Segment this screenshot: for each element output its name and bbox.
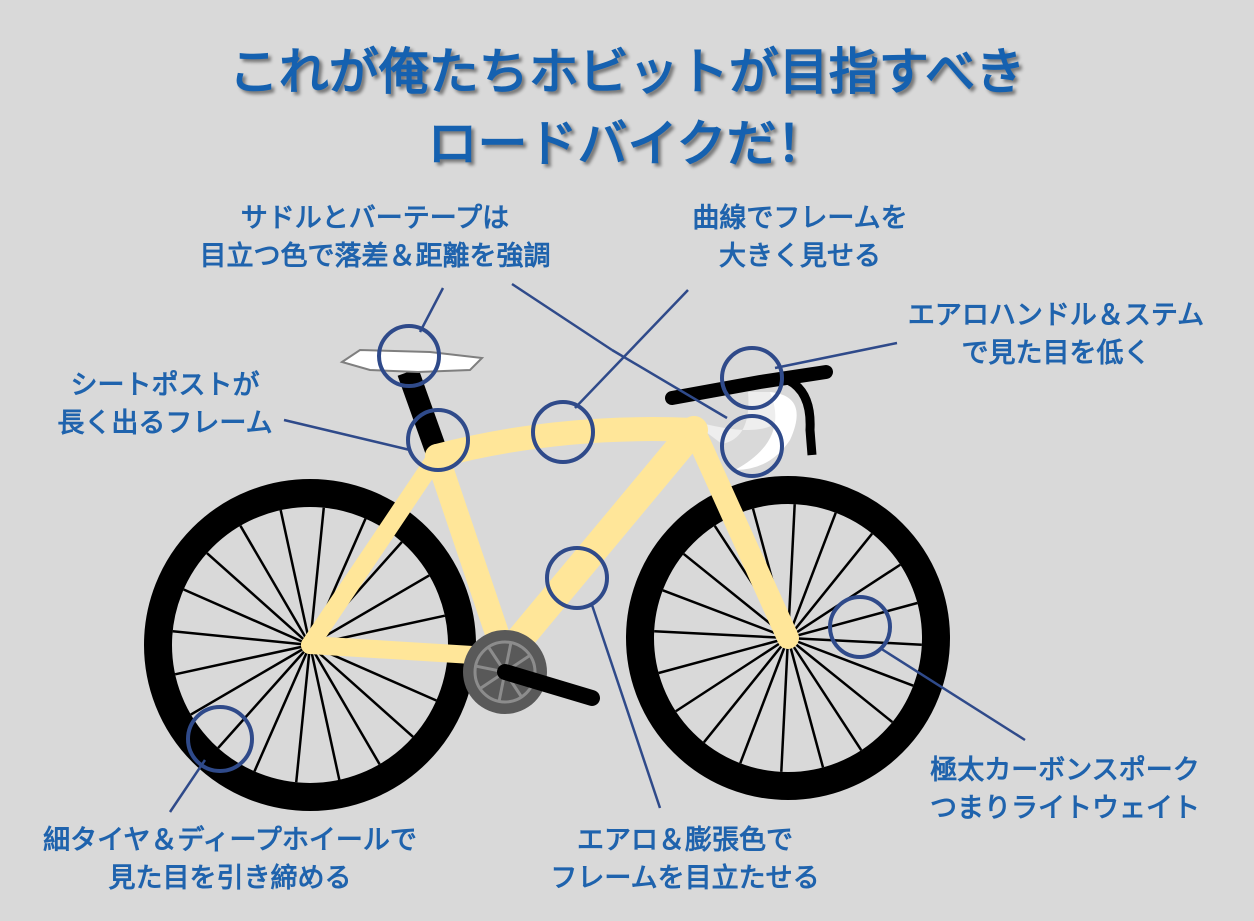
label-aero-color: エアロ＆膨張色で フレームを目立たせる <box>530 822 840 898</box>
label-curve: 曲線でフレームを 大きく見せる <box>660 200 940 276</box>
top-tube <box>425 417 706 468</box>
callout-line-saddle <box>418 287 445 333</box>
callout-circle-aero-handle <box>720 346 784 410</box>
callout-circle-saddle <box>377 324 441 388</box>
callout-line-bartape <box>511 282 613 352</box>
callout-circle-curve <box>531 400 595 464</box>
front-tire <box>626 476 950 800</box>
title-line-1: これが俺たちホビットが目指すべき <box>228 43 1026 101</box>
label-tire-line2: 見た目を引き締める <box>108 863 352 894</box>
callout-circle-tire <box>186 705 254 773</box>
rear-spoke <box>174 643 311 676</box>
label-tire-line1: 細タイヤ＆ディープホイールで <box>43 825 417 856</box>
crankset <box>463 630 600 714</box>
label-tire: 細タイヤ＆ディープホイールで 見た目を引き締める <box>10 822 450 898</box>
saddle <box>339 348 485 374</box>
front-spoke <box>702 637 789 744</box>
callout-circle-aero-color <box>545 546 609 610</box>
callout-line-seatpost <box>283 418 411 452</box>
label-saddle-line2: 目立つ色で落差＆距離を強調 <box>199 241 551 272</box>
front-spoke <box>786 512 837 639</box>
front-spoke <box>780 637 790 772</box>
rear-spoke <box>172 629 311 647</box>
label-aero-handle: エアロハンドル＆ステム で見た目を低く <box>876 297 1236 373</box>
rear-spoke <box>308 644 381 765</box>
seat-stay <box>301 447 446 654</box>
front-spoke <box>739 637 790 764</box>
fork <box>683 419 799 649</box>
front-spoke <box>787 636 914 687</box>
crank-arm <box>497 664 600 706</box>
rear-tire <box>144 479 476 811</box>
front-spoke <box>662 589 789 640</box>
front-spoke <box>787 532 874 639</box>
down-tube <box>491 416 708 671</box>
callout-circle-bartape <box>720 414 784 478</box>
rear-spoke <box>206 552 311 646</box>
callout-line-aero-handle <box>774 341 898 370</box>
front-spoke <box>787 601 918 640</box>
front-spoke <box>658 636 789 675</box>
label-curve-line1: 曲線でフレームを <box>692 203 908 234</box>
rear-spoke <box>190 643 311 716</box>
callout-line-curve <box>574 289 689 409</box>
label-curve-line2: 大きく見せる <box>719 241 881 272</box>
seat-tube <box>425 444 517 669</box>
front-spoke <box>786 637 863 751</box>
bike-frame <box>301 416 799 671</box>
callout-line-spoke <box>879 646 1026 742</box>
rear-spoke <box>294 644 312 783</box>
label-saddle-line1: サドルとバーテープは <box>240 203 510 234</box>
rear-spoke <box>279 509 312 646</box>
callout-line-bartape-2 <box>611 348 728 420</box>
callout-line-tire <box>168 759 207 813</box>
label-aero-handle-line2: で見た目を低く <box>961 338 1151 369</box>
callout-line-aero-color <box>590 604 662 809</box>
label-seatpost-line1: シートポストが <box>70 370 260 401</box>
label-seatpost-line2: 長く出るフレーム <box>57 408 273 439</box>
rear-spoke <box>253 644 312 772</box>
label-spoke: 極太カーボンスポーク つまりライトウェイト <box>900 752 1230 828</box>
rear-spoke <box>309 644 414 738</box>
label-aero-color-line1: エアロ＆膨張色で <box>577 825 793 856</box>
front-spoke <box>786 637 825 768</box>
front-spoke <box>787 637 894 724</box>
label-aero-handle-line1: エアロハンドル＆ステム <box>907 300 1205 331</box>
label-saddle: サドルとバーテープは 目立つ色で落差＆距離を強調 <box>160 200 590 276</box>
label-seatpost: シートポストが 長く出るフレーム <box>40 367 290 443</box>
rear-spoke <box>308 644 341 781</box>
label-spoke-line1: 極太カーボンスポーク <box>930 755 1200 786</box>
rear-spoke <box>309 574 430 647</box>
front-spoke <box>675 636 789 713</box>
title-line-2: ロードバイクだ！ <box>427 115 827 173</box>
label-spoke-line2: つまりライトウェイト <box>930 793 1200 824</box>
rear-spoke <box>308 507 326 646</box>
front-spoke <box>787 636 922 646</box>
callout-circles <box>186 324 892 773</box>
rear-spoke <box>239 525 312 646</box>
callout-lines <box>168 282 1026 813</box>
front-spoke <box>654 630 789 640</box>
callout-circle-spoke <box>828 595 892 659</box>
rear-spoke <box>183 588 311 647</box>
label-aero-color-line2: フレームを目立たせる <box>550 863 820 894</box>
callout-circle-seatpost <box>406 408 470 472</box>
rear-spoke <box>217 644 311 749</box>
